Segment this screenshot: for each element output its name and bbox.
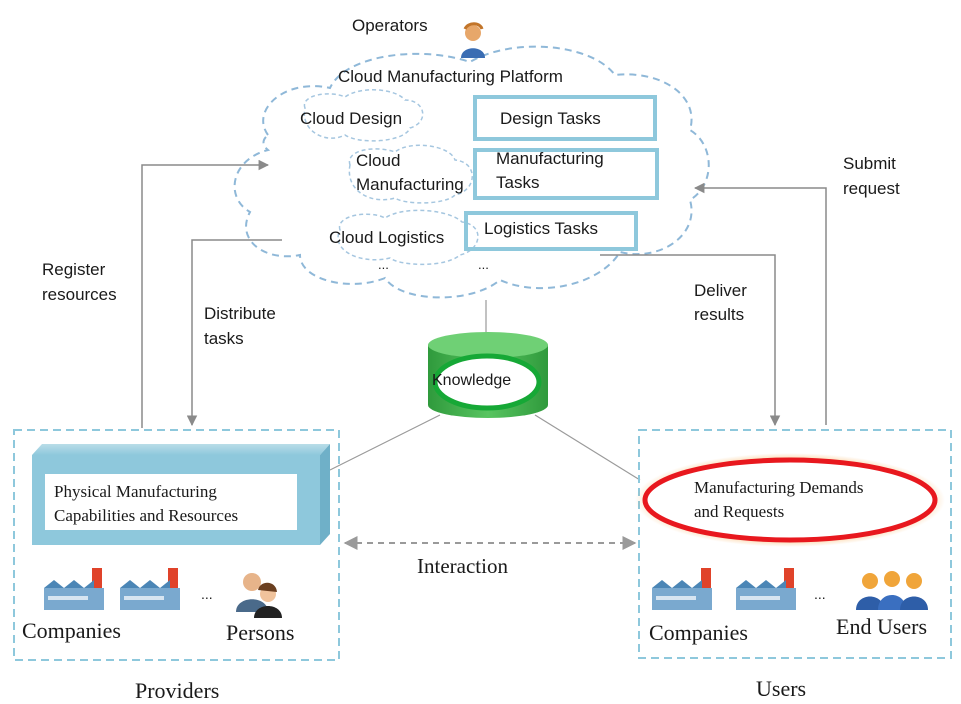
logistics-tasks-label: Logistics Tasks — [484, 219, 599, 238]
providers-caption: Providers — [135, 678, 220, 703]
submit-label-2: request — [843, 179, 900, 198]
service-ellipsis-left: ... — [378, 257, 389, 272]
persons-icon — [236, 573, 282, 618]
demands-label-2: and Requests — [694, 502, 785, 521]
submit-label-1: Submit — [843, 154, 896, 173]
interaction-label: Interaction — [417, 554, 508, 578]
users-box — [638, 429, 952, 659]
platform-title: Cloud Manufacturing Platform — [338, 67, 563, 86]
deliver-label-1: Deliver — [694, 281, 747, 300]
service-ellipsis-right: ... — [478, 257, 489, 272]
deliver-label-2: results — [694, 305, 745, 324]
users-companies-label: Companies — [649, 620, 748, 645]
service-clouds — [303, 89, 479, 266]
demands-ellipse — [635, 453, 945, 547]
persons-label: Persons — [226, 620, 295, 645]
providers-ellipsis: ... — [201, 586, 213, 602]
users-ellipsis: ... — [814, 586, 826, 602]
end-users-icon — [856, 571, 928, 610]
distribute-label-1: Distribute — [204, 304, 276, 323]
resources-label-1: Physical Manufacturing — [54, 482, 217, 501]
providers-companies-label: Companies — [22, 618, 121, 643]
register-label-2: resources — [42, 285, 117, 304]
factory-icon-2 — [120, 568, 180, 610]
knowledge-database — [428, 332, 548, 418]
cloud-manufacturing-label-1: Cloud — [356, 151, 401, 170]
design-tasks-box — [473, 95, 657, 141]
demands-label-1: Manufacturing Demands — [694, 478, 864, 497]
register-label-1: Register — [42, 260, 106, 279]
logistics-tasks-box — [464, 211, 638, 251]
distribute-label-2: tasks — [204, 329, 244, 348]
design-tasks-label: Design Tasks — [500, 109, 601, 128]
end-users-label: End Users — [836, 614, 928, 639]
cloud-manufacturing-label-2: Manufacturing — [356, 175, 464, 194]
cloud-design-label: Cloud Design — [300, 109, 403, 128]
manufacturing-tasks-box — [473, 148, 659, 200]
operators-label: Operators — [352, 16, 428, 35]
factory-icon-3 — [652, 568, 712, 610]
providers-box — [13, 429, 340, 661]
resources-label-2: Capabilities and Resources — [54, 506, 239, 525]
knowledge-label: Knowledge — [432, 372, 512, 389]
manufacturing-tasks-label-1: Manufacturing — [496, 149, 604, 168]
factory-icon-4 — [736, 568, 796, 610]
users-caption: Users — [756, 676, 807, 701]
operator-avatar — [461, 22, 485, 58]
manufacturing-tasks-label-2: Tasks — [496, 173, 540, 192]
resources-3d-box — [32, 444, 330, 545]
factory-icon-1 — [44, 568, 104, 610]
cloud-logistics-label: Cloud Logistics — [329, 228, 445, 247]
